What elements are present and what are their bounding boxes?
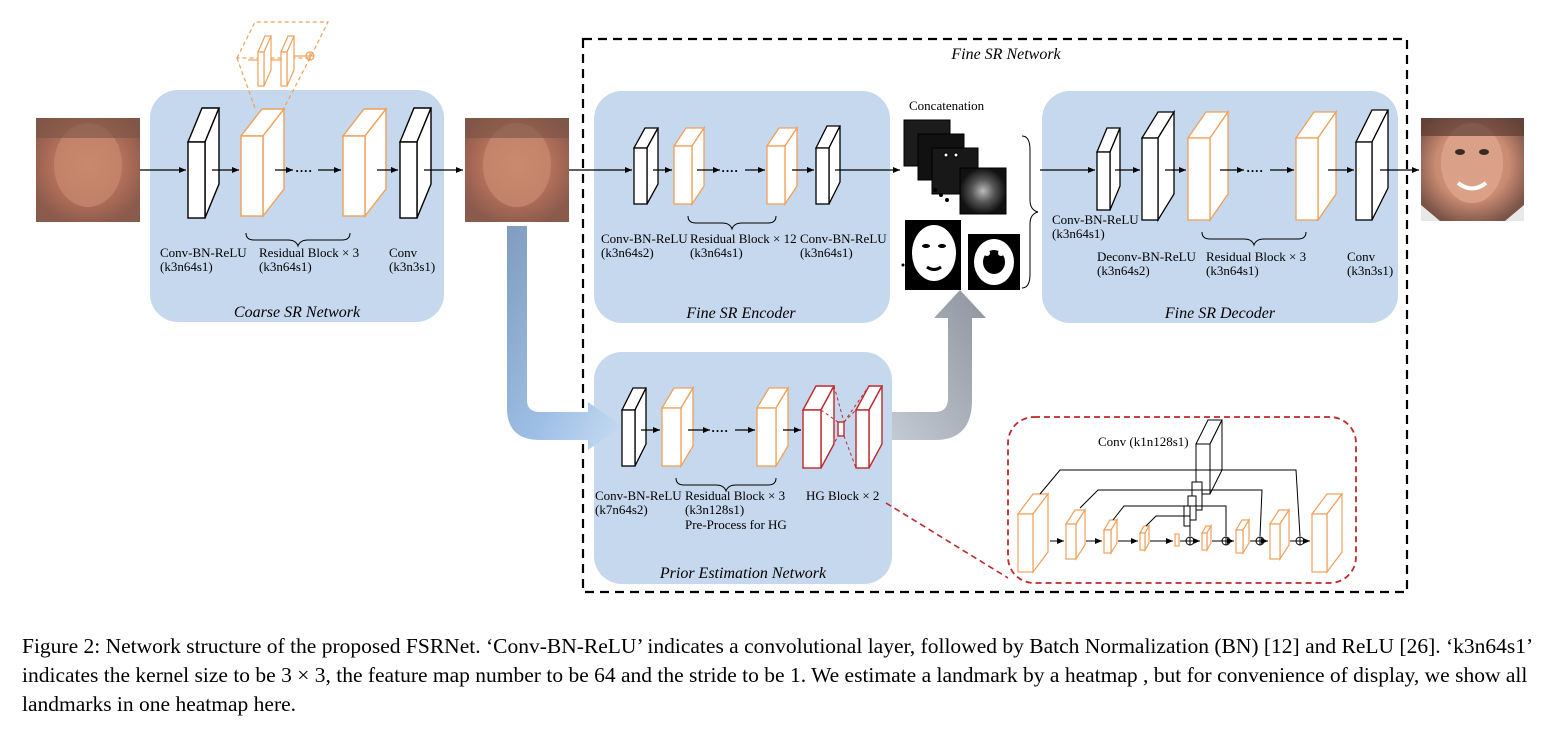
decoder-ellipsis: ···· (1246, 163, 1263, 178)
decoder-conv2-name: Conv (1347, 249, 1376, 264)
encoder-conv-bn-relu-2 (814, 125, 842, 205)
coarse-ellipsis: ···· (295, 163, 312, 178)
hourglass-block (801, 385, 884, 469)
decoder-res-name: Residual Block × 3 (1206, 249, 1306, 264)
prior-res-name: Residual Block × 3 (685, 488, 785, 503)
hg-conv-label: Conv (k1n128s1) (1098, 434, 1189, 449)
coarse-conv1-name: Conv-BN-ReLU (160, 245, 247, 260)
decoder-residual-brace (1201, 231, 1307, 247)
decoder-deconv-params: (k3n64s2) (1097, 263, 1150, 278)
encoder-res-params: (k3n64s1) (690, 245, 743, 260)
parsing-map-prior (901, 220, 961, 290)
fine-sr-encoder-title: Fine SR Encoder (685, 305, 796, 322)
decoder-deconv-bn-relu (1140, 109, 1176, 223)
hg-skip-connections (1039, 469, 1310, 546)
coarse-conv-bn-relu-block (186, 107, 221, 219)
coarse-sr-title: Coarse SR Network (234, 304, 361, 321)
concat-right-brace (1021, 135, 1039, 289)
concatenation-label: Concatenation (909, 98, 985, 113)
encoder-feature-maps (903, 119, 1007, 215)
encoder-residual-brace (687, 215, 777, 231)
coarse-conv1-params: (k3n64s1) (160, 259, 213, 274)
decoder-conv1-name: Conv-BN-ReLU (1052, 212, 1139, 227)
figure-caption: Figure 2: Network structure of the propo… (22, 634, 1532, 716)
prior-conv-bn-relu (620, 387, 648, 467)
coarse-residual-brace (245, 232, 351, 248)
fine-sr-encoder-panel (594, 91, 890, 323)
prior-res-params: (k3n128s1) (685, 502, 744, 517)
encoder-conv2-params: (k3n64s1) (800, 245, 853, 260)
encoder-residual-block-1 (672, 125, 706, 207)
encoder-conv1-params: (k3n64s2) (601, 245, 654, 260)
prior-residual-block-1 (660, 385, 695, 469)
encoder-ellipsis: ···· (721, 163, 738, 178)
decoder-residual-block-1 (1186, 109, 1230, 223)
blue-flow-arrow (507, 226, 622, 450)
decoder-deconv-name: Deconv-BN-ReLU (1097, 249, 1197, 264)
prior-residual-block-2 (755, 385, 790, 469)
decoder-residual-block-2 (1294, 109, 1338, 223)
coarse-res-params: (k3n64s1) (259, 259, 312, 274)
decoder-conv2-params: (k3n3s1) (1347, 263, 1393, 278)
coarse-conv2-name: Conv (389, 245, 418, 260)
prior-ellipsis: ···· (711, 423, 728, 438)
encoder-conv2-name: Conv-BN-ReLU (800, 231, 887, 246)
fine-sr-network-title: Fine SR Network (950, 46, 1061, 63)
fine-sr-network-outline (581, 37, 1409, 594)
hg-conv-k1n128s1 (1183, 419, 1223, 527)
prior-estimation-panel (594, 352, 892, 584)
coarse-residual-block-1 (239, 106, 286, 219)
coarse-conv-block (398, 107, 433, 219)
fsrnet-diagram: ···· ···· (36, 21, 1524, 594)
prior-conv1-params: (k7n64s2) (595, 502, 648, 517)
low-res-input-face (36, 118, 140, 222)
high-res-output-face (1421, 118, 1524, 221)
encoder-residual-block-2 (765, 125, 799, 207)
decoder-res-params: (k3n64s1) (1206, 263, 1259, 278)
fine-sr-decoder-title: Fine SR Decoder (1164, 305, 1276, 322)
prior-residual-brace (675, 477, 777, 493)
hg-detail-outline (1007, 416, 1357, 584)
prior-conv1-name: Conv-BN-ReLU (595, 488, 682, 503)
residual-block-zoom (236, 21, 329, 109)
hg-zoom-line (885, 502, 1009, 579)
gray-flow-arrow (892, 290, 986, 440)
coarse-conv2-params: (k3n3s1) (389, 259, 435, 274)
prior-res-note: Pre-Process for HG (685, 517, 787, 532)
encoder-conv1-name: Conv-BN-ReLU (601, 231, 688, 246)
coarse-sr-output-face (465, 118, 569, 222)
encoder-conv-bn-relu-1 (632, 127, 660, 205)
hg-detail-structure (1016, 492, 1344, 574)
decoder-conv-bn-relu (1096, 127, 1121, 211)
encoder-res-name: Residual Block × 12 (690, 231, 797, 246)
decoder-conv (1354, 109, 1390, 221)
prior-hg-name: HG Block × 2 (806, 488, 879, 503)
landmark-heatmap-prior (968, 234, 1020, 290)
prior-estimation-title: Prior Estimation Network (659, 565, 827, 582)
coarse-res-name: Residual Block × 3 (259, 245, 359, 260)
decoder-conv1-params: (k3n64s1) (1052, 226, 1105, 241)
coarse-residual-block-2 (341, 106, 388, 219)
